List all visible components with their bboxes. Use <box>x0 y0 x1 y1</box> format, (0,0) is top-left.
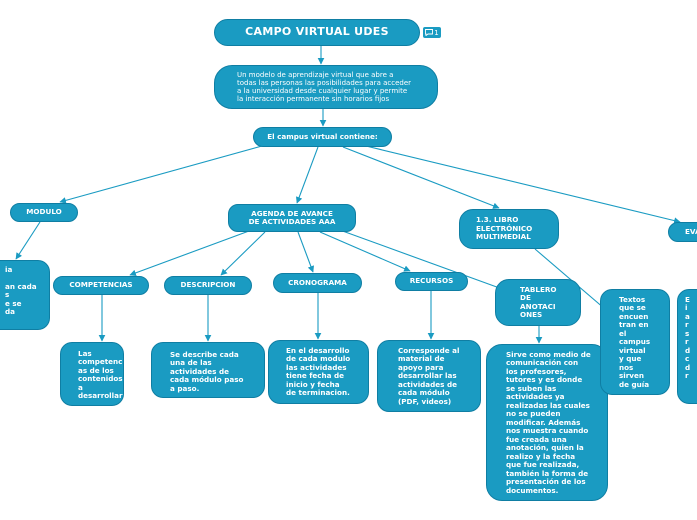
competencias-desc-text: Las competenci as de los contenidos a de… <box>78 349 124 401</box>
comment-icon <box>425 29 434 36</box>
modulo-desc-text: ia an cada s e se da <box>5 265 37 317</box>
cronograma-text: CRONOGRAMA <box>288 277 347 287</box>
edge-agenda-competencias <box>129 230 250 277</box>
libro-text: 1.3. LIBRO ELECTRÓNICO MULTIMEDIAL <box>476 215 533 242</box>
modulo-desc-node[interactable]: ia an cada s e se da <box>0 260 50 330</box>
title-node[interactable]: CAMPO VIRTUAL UDES <box>214 19 420 46</box>
tablero-node[interactable]: TABLERO DE ANOTACI ONES <box>495 279 581 326</box>
title-text: CAMPO VIRTUAL UDES <box>245 25 389 39</box>
modulo-text: MODULO <box>26 207 62 217</box>
competencias-text: COMPETENCIAS <box>69 280 133 290</box>
descripcion-node[interactable]: DESCRIPCION <box>164 276 252 295</box>
edge-contains-eva <box>365 145 681 224</box>
descripcion-desc-text: Se describe cada una de las actividades … <box>170 350 244 393</box>
eva-desc-node[interactable]: E i a r s r d c d r <box>677 289 697 404</box>
cronograma-node[interactable]: CRONOGRAMA <box>273 273 362 293</box>
summary-text: Un modelo de aprendizaje virtual que abr… <box>237 70 411 104</box>
contains-text: El campus virtual contiene: <box>267 131 378 141</box>
descripcion-text: DESCRIPCION <box>180 280 236 290</box>
comment-count: 1 <box>434 28 439 37</box>
edge-agenda-cronograma <box>297 231 315 273</box>
competencias-desc-node[interactable]: Las competenci as de los contenidos a de… <box>60 342 124 406</box>
edge-agenda-descripcion <box>220 231 266 276</box>
eva-node[interactable]: EVA <box>668 222 697 242</box>
agenda-node[interactable]: AGENDA DE AVANCE DE ACTIVIDADES AAA <box>228 204 356 232</box>
agenda-text: AGENDA DE AVANCE DE ACTIVIDADES AAA <box>248 208 336 226</box>
summary-node[interactable]: Un modelo de aprendizaje virtual que abr… <box>214 65 438 109</box>
edge-agenda-tablero <box>336 228 506 292</box>
tablero-text: TABLERO DE ANOTACI ONES <box>520 285 557 320</box>
comment-badge[interactable]: 1 <box>423 27 441 38</box>
eva-desc-text: E i a r s r d c d r <box>685 295 691 381</box>
edge-agenda-recursos <box>319 231 411 272</box>
contains-node[interactable]: El campus virtual contiene: <box>253 127 392 147</box>
libro-desc-node[interactable]: Textos que se encuen tran en el campus v… <box>600 289 670 395</box>
descripcion-desc-node[interactable]: Se describe cada una de las actividades … <box>151 342 265 398</box>
edge-modulo-desc <box>15 221 41 260</box>
recursos-node[interactable]: RECURSOS <box>395 272 468 291</box>
cronograma-desc-node[interactable]: En el desarrollo de cada modulo las acti… <box>268 340 369 404</box>
recursos-desc-node[interactable]: Corresponde al material de apoyo para de… <box>377 340 481 412</box>
cronograma-desc-text: En el desarrollo de cada modulo las acti… <box>286 346 351 398</box>
edge-contains-agenda <box>295 146 319 204</box>
tablero-desc-node[interactable]: Sirve como medio de comunicación con los… <box>486 344 608 501</box>
tablero-desc-text: Sirve como medio de comunicación con los… <box>506 350 591 495</box>
edge-contains-modulo <box>59 145 263 204</box>
modulo-node[interactable]: MODULO <box>10 203 78 222</box>
libro-desc-text: Textos que se encuen tran en el campus v… <box>619 295 651 389</box>
competencias-node[interactable]: COMPETENCIAS <box>53 276 149 295</box>
eva-text: EVA <box>685 226 697 236</box>
libro-node[interactable]: 1.3. LIBRO ELECTRÓNICO MULTIMEDIAL <box>459 209 559 249</box>
edge-contains-libro <box>342 146 500 209</box>
recursos-text: RECURSOS <box>409 276 454 286</box>
recursos-desc-text: Corresponde al material de apoyo para de… <box>398 346 460 406</box>
